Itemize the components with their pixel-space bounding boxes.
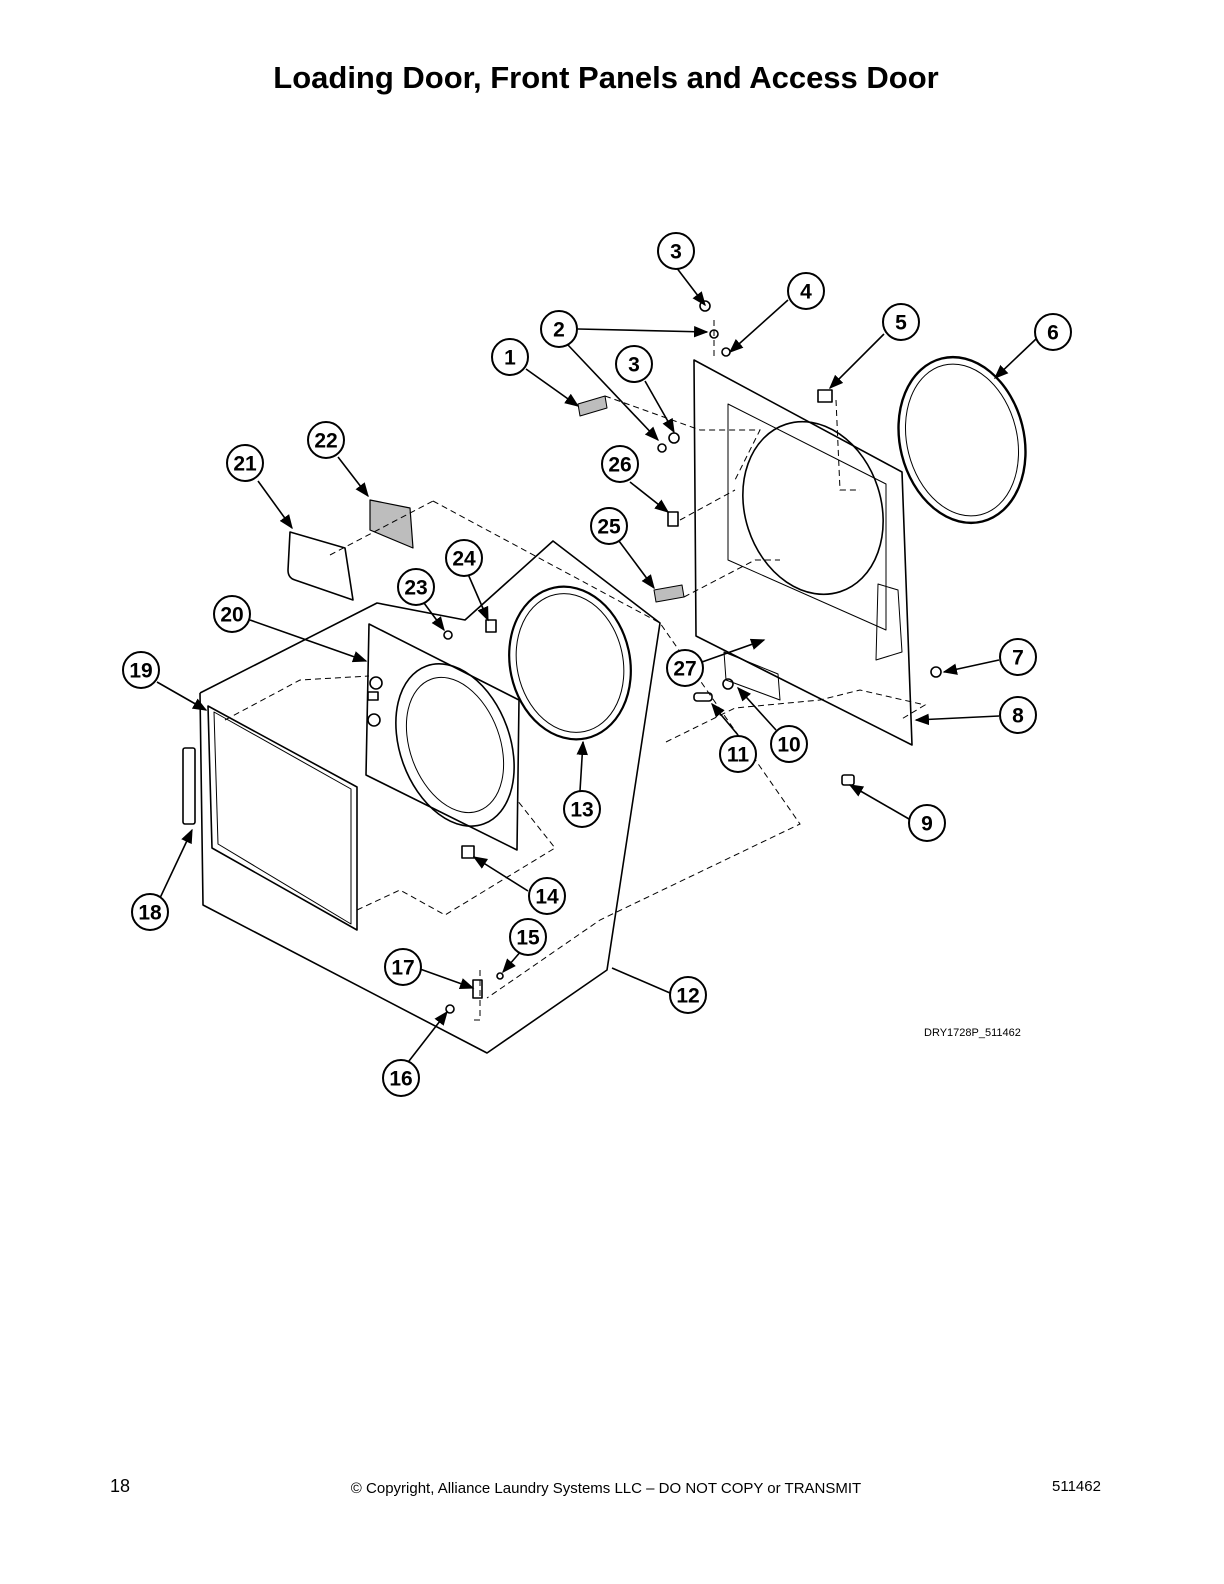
svg-text:3: 3 xyxy=(628,354,640,377)
svg-text:6: 6 xyxy=(1047,322,1059,345)
svg-text:12: 12 xyxy=(676,985,699,1008)
callout-10: 10 xyxy=(770,725,808,763)
svg-text:4: 4 xyxy=(800,281,812,304)
callout-20: 20 xyxy=(213,595,251,633)
callout-24: 24 xyxy=(445,539,483,577)
callout-26: 26 xyxy=(601,445,639,483)
svg-text:25: 25 xyxy=(597,516,621,539)
svg-text:24: 24 xyxy=(452,548,476,571)
copyright-notice: © Copyright, Alliance Laundry Systems LL… xyxy=(350,1480,862,1497)
callout-8: 8 xyxy=(999,696,1037,734)
callout-12: 12 xyxy=(669,976,707,1014)
svg-text:22: 22 xyxy=(314,430,337,453)
callout-21: 21 xyxy=(226,444,264,482)
document-number: 511462 xyxy=(1052,1478,1101,1495)
front-control-panel xyxy=(693,359,913,746)
callout-3-top: 3 xyxy=(657,232,695,270)
svg-text:5: 5 xyxy=(895,312,907,335)
panel-opening xyxy=(742,420,884,596)
front-panel-outline xyxy=(199,540,661,1054)
callout-27: 27 xyxy=(666,649,704,687)
callout-18: 18 xyxy=(131,893,169,931)
svg-text:8: 8 xyxy=(1012,705,1024,728)
label-25 xyxy=(653,584,685,603)
door-glass-opening xyxy=(395,663,515,827)
svg-text:26: 26 xyxy=(608,454,631,477)
callout-7: 7 xyxy=(999,638,1037,676)
callout-6: 6 xyxy=(1034,313,1072,351)
svg-text:16: 16 xyxy=(389,1068,412,1091)
callout-5: 5 xyxy=(882,303,920,341)
callout-9: 9 xyxy=(908,804,946,842)
callout-22: 22 xyxy=(307,421,345,459)
door-handle xyxy=(182,747,196,825)
callout-25: 25 xyxy=(590,507,628,545)
svg-text:14: 14 xyxy=(535,886,559,909)
svg-text:20: 20 xyxy=(220,604,243,627)
svg-text:9: 9 xyxy=(921,813,933,836)
panel-gasket xyxy=(897,355,1027,525)
svg-text:23: 23 xyxy=(404,577,427,600)
svg-text:3: 3 xyxy=(670,241,682,264)
callout-11: 11 xyxy=(719,735,757,773)
callout-15: 15 xyxy=(509,918,547,956)
svg-text:17: 17 xyxy=(391,957,414,980)
callout-4: 4 xyxy=(787,272,825,310)
svg-text:7: 7 xyxy=(1012,647,1024,670)
callout-2: 2 xyxy=(540,310,578,348)
svg-text:18: 18 xyxy=(138,902,162,925)
callout-13: 13 xyxy=(563,790,601,828)
svg-text:11: 11 xyxy=(727,744,750,767)
callout-16: 16 xyxy=(382,1059,420,1097)
svg-text:27: 27 xyxy=(673,658,696,681)
callout-23: 23 xyxy=(397,568,435,606)
page-number: 18 xyxy=(110,1476,131,1496)
label-1 xyxy=(577,395,608,417)
svg-text:19: 19 xyxy=(129,660,152,683)
callout-19: 19 xyxy=(122,651,160,689)
svg-text:1: 1 xyxy=(504,347,516,370)
svg-text:21: 21 xyxy=(233,453,257,476)
callout-14: 14 xyxy=(528,877,566,915)
svg-text:15: 15 xyxy=(516,927,540,950)
callout-1: 1 xyxy=(491,338,529,376)
hinge-cover xyxy=(287,531,354,601)
callout-17: 17 xyxy=(384,948,422,986)
svg-text:10: 10 xyxy=(777,734,800,757)
access-door xyxy=(207,705,358,931)
leader-lines xyxy=(156,266,1037,1062)
page-title: Loading Door, Front Panels and Access Do… xyxy=(273,60,939,95)
svg-text:13: 13 xyxy=(570,799,593,822)
label-plate xyxy=(369,499,414,549)
drawing-id: DRY1728P_511462 xyxy=(924,1027,1021,1039)
callout-3-mid: 3 xyxy=(615,345,653,383)
door-gasket xyxy=(508,585,632,741)
svg-text:2: 2 xyxy=(553,319,565,342)
parts-artwork xyxy=(182,300,1027,1054)
